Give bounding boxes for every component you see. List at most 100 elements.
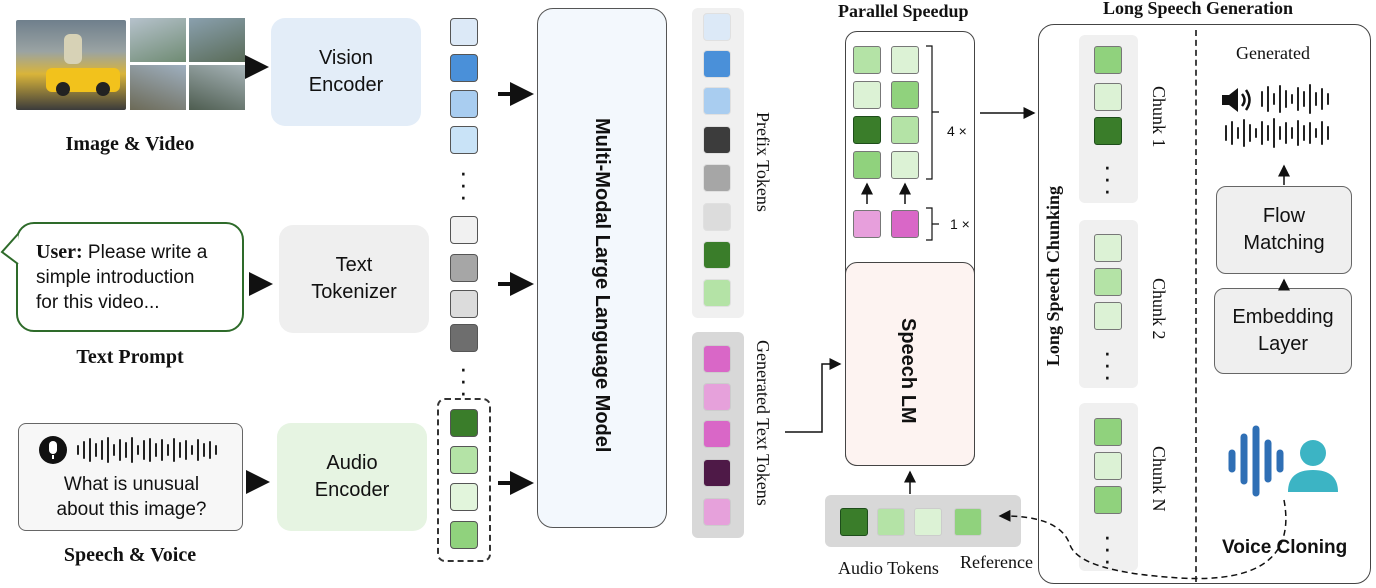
chunk-token — [1094, 452, 1122, 480]
chunk-token — [1094, 302, 1122, 330]
speedup-token — [853, 46, 881, 74]
prefix-token — [703, 50, 731, 78]
parallel-speedup-title: Parallel Speedup — [838, 1, 969, 21]
ellipsis: ··· — [1103, 521, 1112, 575]
ellipsis: ··· — [459, 157, 468, 211]
reference-label: Reference — [960, 552, 1033, 572]
audio-token-ref — [877, 508, 905, 536]
vision-token — [450, 90, 478, 118]
generated-token — [703, 459, 731, 487]
speech-lm-box — [845, 262, 975, 466]
speedup-token — [891, 46, 919, 74]
prefix-token — [703, 203, 731, 231]
chunk-token — [1094, 268, 1122, 296]
chunk-token — [1094, 418, 1122, 446]
audio-encoder: Audio Encoder — [277, 423, 427, 531]
waveform-icon — [77, 437, 217, 463]
audio-token-ref — [840, 508, 868, 536]
ellipsis: ··· — [1103, 337, 1112, 391]
generated-token — [703, 383, 731, 411]
reference-arrow — [998, 499, 1287, 580]
prefix-token — [703, 279, 731, 307]
generated-label: Generated — [1236, 43, 1310, 63]
bracket-1x — [926, 207, 939, 241]
prefix-tokens-label: Prefix Tokens — [753, 112, 773, 212]
prefix-token — [703, 126, 731, 154]
speedup-token — [853, 151, 881, 179]
speedup-token — [891, 116, 919, 144]
audio-tokens-label: Audio Tokens — [838, 558, 939, 578]
flow-matching-box: Flow Matching — [1216, 186, 1352, 274]
bubble-tail — [0, 233, 19, 265]
prompt-message: Please write a simple introduction for t… — [36, 242, 208, 313]
chunk-label: Chunk 2 — [1149, 278, 1169, 340]
text-token — [450, 254, 478, 282]
vision-token — [450, 126, 478, 154]
chunk-token — [1094, 486, 1122, 514]
audio-token-group — [437, 398, 491, 562]
arrow — [785, 358, 842, 433]
chunk-token — [1094, 234, 1122, 262]
audio-token — [450, 409, 478, 437]
multiplier-1x: 1 × — [950, 216, 970, 232]
vision-token — [450, 54, 478, 82]
mic-icon — [39, 436, 67, 464]
prefix-token — [703, 87, 731, 115]
text-prompt-bubble: User: Please write a simple introduction… — [16, 222, 244, 332]
generated-text-tokens-label: Generated Text Tokens — [753, 340, 773, 506]
speedup-token — [891, 81, 919, 109]
chunk-token — [1094, 46, 1122, 74]
image-photo — [16, 20, 126, 110]
speedup-token — [853, 116, 881, 144]
image-video-caption: Image & Video — [65, 133, 195, 155]
generated-token — [703, 420, 731, 448]
long-speech-box — [1038, 24, 1371, 584]
voice-cloning-label: Voice Cloning — [1222, 537, 1348, 558]
speech-question: What is unusual about this image? — [56, 474, 207, 520]
prefix-token — [703, 13, 731, 41]
video-frames — [130, 18, 245, 110]
audio-token-ref — [914, 508, 942, 536]
generated-token — [703, 498, 731, 526]
waveform-icon — [1225, 84, 1329, 148]
audio-token — [450, 483, 478, 511]
speedup-text-token — [891, 210, 919, 238]
speaker-icon — [1222, 88, 1251, 112]
chunk-token — [1094, 117, 1122, 145]
chunk-token — [1094, 83, 1122, 111]
voice-waveform-icon — [1228, 425, 1284, 497]
text-token — [450, 324, 478, 352]
generated-token — [703, 345, 731, 373]
speech-box: What is unusual about this image? — [18, 423, 243, 531]
embedding-layer-box: Embedding Layer — [1214, 288, 1352, 374]
bracket-4x — [926, 45, 939, 180]
speech-voice-caption: Speech & Voice — [63, 544, 197, 566]
audio-token — [450, 446, 478, 474]
person-icon — [1288, 440, 1338, 492]
speedup-token — [853, 81, 881, 109]
vision-encoder: Vision Encoder — [271, 18, 421, 126]
text-tokenizer: Text Tokenizer — [279, 225, 429, 333]
text-token — [450, 290, 478, 318]
chunk-label: Chunk 1 — [1149, 86, 1169, 148]
speech-lm-label: Speech LM — [897, 318, 919, 424]
speedup-token — [891, 151, 919, 179]
audio-token — [450, 521, 478, 549]
speedup-text-token — [853, 210, 881, 238]
ellipsis: ··· — [459, 353, 468, 407]
chunk-label: Chunk N — [1149, 446, 1169, 512]
vision-token — [450, 18, 478, 46]
long-speech-title: Long Speech Generation — [1103, 0, 1294, 18]
prefix-token — [703, 164, 731, 192]
user-label: User: — [36, 241, 83, 263]
llm-label: Multi-Modal Large Language Model — [591, 118, 613, 453]
llm-box — [537, 8, 667, 528]
multiplier-4x: 4 × — [947, 123, 967, 139]
ellipsis: ··· — [1103, 151, 1112, 205]
prefix-token — [703, 241, 731, 269]
text-prompt-caption: Text Prompt — [76, 346, 184, 368]
audio-token-ref — [954, 508, 982, 536]
section-divider — [1195, 30, 1197, 582]
text-token — [450, 216, 478, 244]
